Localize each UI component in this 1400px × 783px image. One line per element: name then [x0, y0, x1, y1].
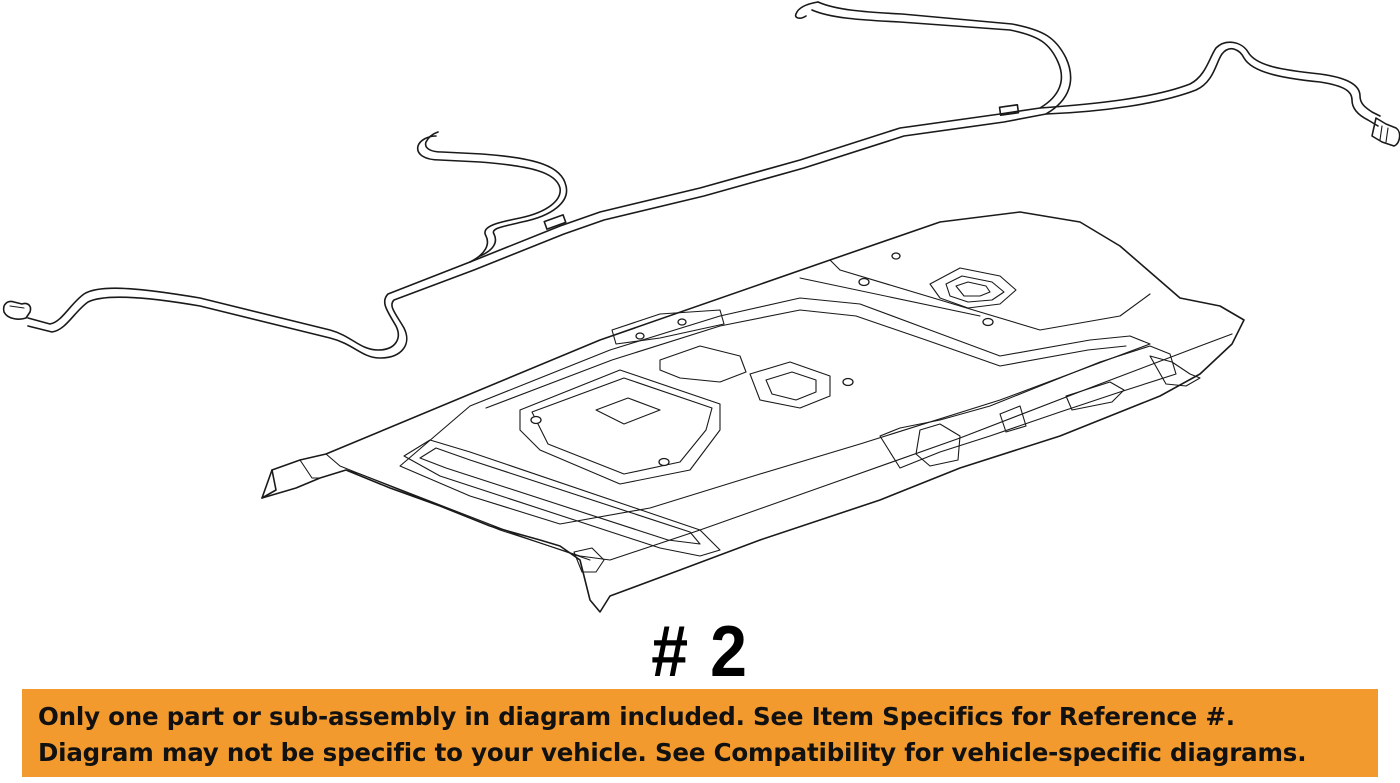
headliner-outline — [261, 211, 1245, 613]
harness-left-connector — [2, 300, 32, 320]
parts-diagram — [2, 1, 1400, 613]
reference-number-text: # 2 — [651, 612, 749, 692]
harness-branch-right — [1045, 47, 1379, 127]
harness-right-connector — [1371, 117, 1400, 147]
wiring-harness — [2, 1, 1400, 359]
harness-branch-left — [416, 135, 561, 263]
headliner-panel — [261, 211, 1245, 613]
dome-light-recess — [929, 267, 1017, 309]
reference-number: # 2 — [0, 612, 1400, 692]
notice-banner: Only one part or sub-assembly in diagram… — [22, 689, 1378, 777]
console-recess — [399, 297, 1151, 525]
storage-recess — [519, 369, 721, 485]
notice-line-2: Diagram may not be specific to your vehi… — [38, 738, 1307, 767]
harness-main-run — [27, 9, 1063, 351]
visor-recess — [403, 439, 721, 557]
notice-line-1: Only one part or sub-assembly in diagram… — [38, 702, 1235, 731]
